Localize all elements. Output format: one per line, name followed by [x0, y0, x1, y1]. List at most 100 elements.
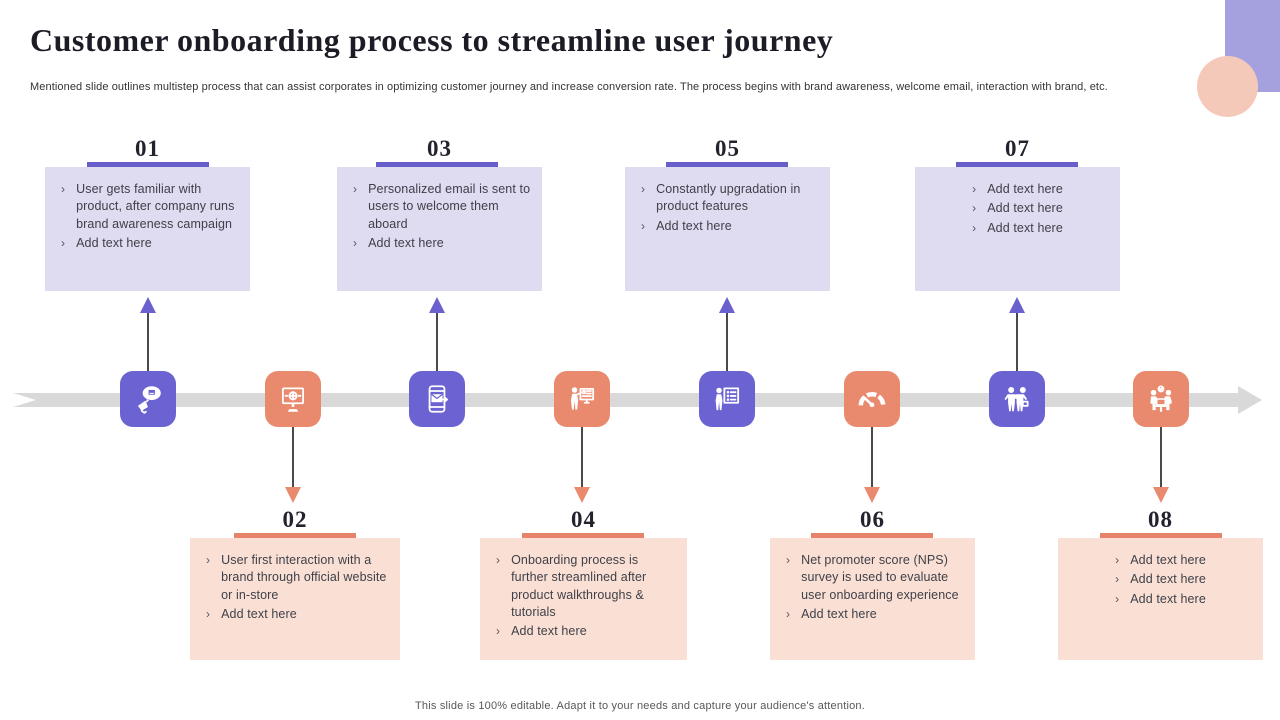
bullet-marker-icon: › [353, 235, 358, 250]
arrow-down-icon [1153, 487, 1169, 503]
website-monitor-icon [282, 387, 304, 412]
step-number: 05 [715, 136, 740, 161]
arrow-down-icon [285, 487, 301, 503]
step-number-underline [522, 533, 644, 538]
step-text-box: › User gets familiar with product, after … [45, 167, 250, 291]
bullet-item: › Add text here [61, 235, 240, 252]
megaphone-announcement-icon [137, 386, 161, 414]
bullet-marker-icon: › [1115, 572, 1120, 587]
bullet-marker-icon: › [353, 182, 358, 196]
bullet-text: Add text here [221, 606, 297, 621]
arrow-down-icon [864, 487, 880, 503]
bullet-item: › Add text here [1115, 591, 1206, 608]
arrow-up-icon [719, 297, 735, 313]
bullet-item: › User gets familiar with product, after … [61, 181, 240, 233]
bullet-marker-icon: › [641, 218, 646, 233]
connector-line [581, 427, 583, 488]
bullet-item: › Add text here [496, 623, 677, 640]
bullet-text: Add text here [76, 235, 152, 250]
step-7-icon-tile [989, 371, 1045, 427]
bullet-marker-icon: › [61, 182, 66, 196]
bullet-marker-icon: › [61, 235, 66, 250]
bullet-marker-icon: › [972, 220, 977, 235]
step-1-icon-tile [120, 371, 176, 427]
step-8-icon-tile [1133, 371, 1189, 427]
step-4-icon-tile [554, 371, 610, 427]
bullet-marker-icon: › [206, 606, 211, 621]
connector-line [871, 427, 873, 488]
corner-decor-circle [1197, 56, 1258, 117]
bullet-item: › Add text here [972, 200, 1063, 217]
step-text-box: › Constantly upgradation in product featu… [625, 167, 830, 291]
bullet-text: Add text here [987, 220, 1063, 235]
step-number-underline [956, 162, 1078, 167]
step-text-box: › Add text here › Add text here › Add text … [1058, 538, 1263, 660]
bullet-marker-icon: › [206, 553, 211, 567]
step-number-underline [234, 533, 356, 538]
arrow-down-icon [574, 487, 590, 503]
bullet-item: › Add text here [972, 220, 1063, 237]
walkthrough-presentation-icon [570, 387, 595, 410]
bullet-marker-icon: › [972, 182, 977, 196]
step-text-box: › Add text here › Add text here › Add text … [915, 167, 1120, 291]
bullet-text: Personalized email is sent to users to w… [368, 182, 531, 231]
meeting-table-icon [1150, 385, 1172, 412]
bullet-text: User gets familiar with product, after c… [76, 182, 235, 231]
bullet-text: Add text here [656, 218, 732, 233]
step-number: 07 [1005, 136, 1030, 161]
step-number: 08 [1148, 507, 1173, 532]
step-number-underline [811, 533, 933, 538]
bullet-item: › Onboarding process is further streamlin… [496, 552, 677, 621]
bullet-text: Onboarding process is further streamline… [511, 553, 647, 619]
bullet-item: › User first interaction with a brand thr… [206, 552, 390, 604]
bullet-text: Add text here [368, 235, 444, 250]
bullet-marker-icon: › [1115, 553, 1120, 567]
connector-line [1016, 312, 1018, 371]
step-text-box: ›Net promoter score (NPS) survey is used… [770, 538, 975, 660]
bullet-item: ›Net promoter score (NPS) survey is used… [786, 552, 965, 604]
handshake-people-icon [1004, 386, 1029, 412]
step-number: 01 [135, 136, 160, 161]
step-number: 04 [571, 507, 596, 532]
bullet-text: User first interaction with a brand thro… [221, 553, 387, 602]
bullet-marker-icon: › [786, 553, 791, 567]
bullet-marker-icon: › [496, 553, 501, 567]
bullet-item: › Add text here [641, 218, 820, 235]
connector-line [1160, 427, 1162, 488]
connector-line [147, 312, 149, 371]
arrow-up-icon [1009, 297, 1025, 313]
slide-subtitle: Mentioned slide outlines multistep proce… [30, 81, 1108, 93]
bullet-marker-icon: › [786, 606, 791, 621]
bullet-text: Add text here [511, 624, 587, 638]
bullet-text: Add text here [1130, 572, 1206, 587]
bullet-item: › Add text here [206, 606, 390, 623]
bullet-marker-icon: › [972, 201, 977, 216]
bullet-item: › Add text here [1115, 571, 1206, 588]
slide-footer-note: This slide is 100% editable. Adapt it to… [415, 700, 865, 712]
bullet-text: Add text here [1130, 553, 1206, 567]
bullet-text: Constantly upgradation in product featur… [656, 182, 801, 214]
bullet-item: › Personalized email is sent to users to … [353, 181, 532, 233]
nps-gauge-icon [858, 392, 886, 408]
step-number: 03 [427, 136, 452, 161]
step-5-icon-tile [699, 371, 755, 427]
bullet-text: Add text here [987, 182, 1063, 196]
bullet-item: › Add text here [353, 235, 532, 252]
step-number-underline [666, 162, 788, 167]
connector-line [292, 427, 294, 488]
bullet-item: ›Constantly upgradation in product featu… [641, 181, 820, 216]
bullet-marker-icon: › [1115, 591, 1120, 606]
step-number-underline [87, 162, 209, 167]
arrow-up-icon [429, 297, 445, 313]
step-text-box: › User first interaction with a brand thr… [190, 538, 400, 660]
bullet-marker-icon: › [496, 624, 501, 638]
bullet-text: Add text here [987, 201, 1063, 216]
mobile-email-icon [428, 385, 448, 413]
timeline-arrow [13, 386, 1262, 414]
step-number-underline [376, 162, 498, 167]
connector-line [726, 312, 728, 371]
bullet-text: Add text here [1130, 591, 1206, 606]
step-text-box: › Personalized email is sent to users to … [337, 167, 542, 291]
feature-checklist-icon [715, 387, 740, 411]
step-3-icon-tile [409, 371, 465, 427]
